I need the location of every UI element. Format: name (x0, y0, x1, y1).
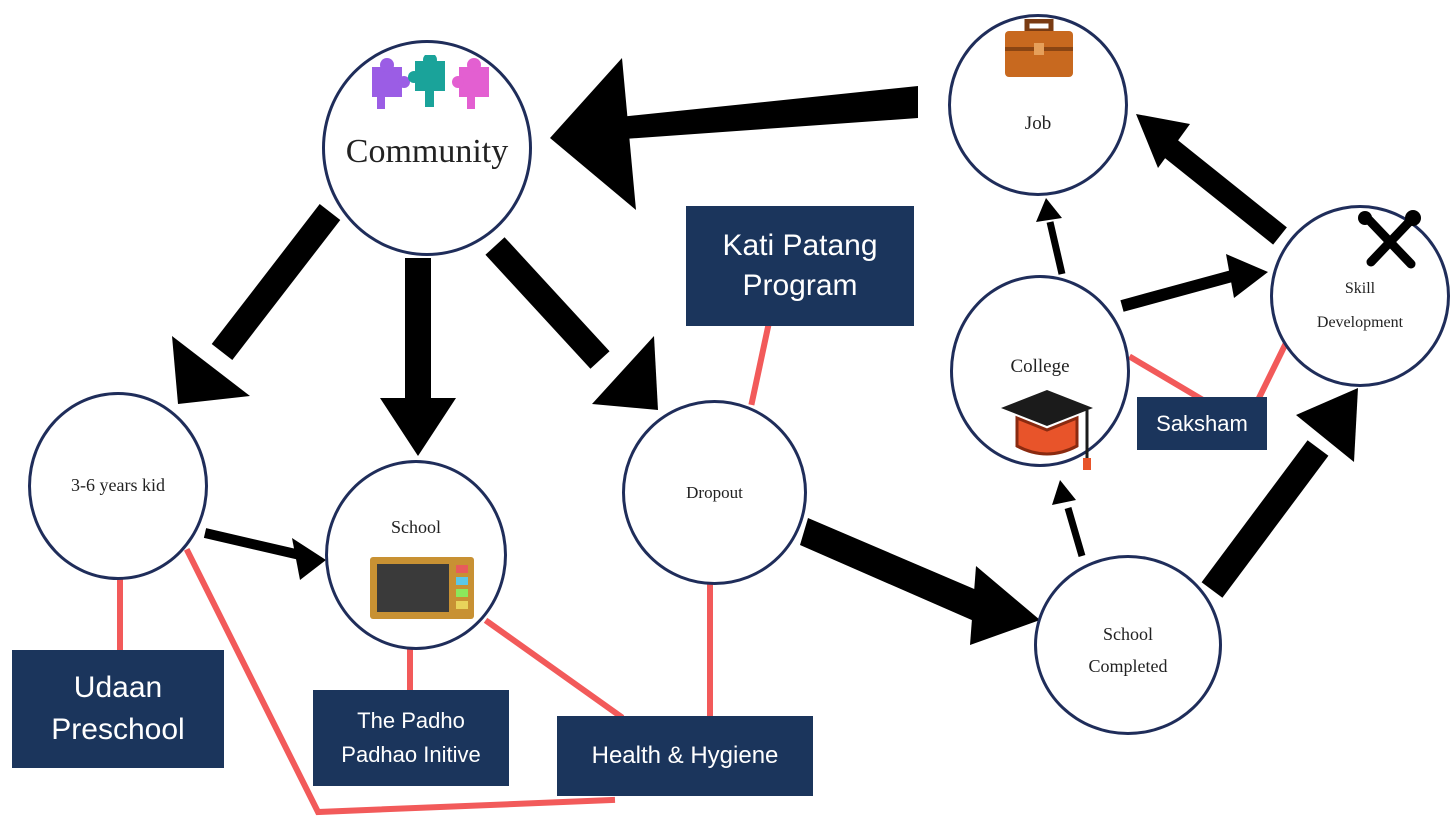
arrow-head-skill-job (1136, 114, 1190, 168)
arrow-community-to-dropout (485, 237, 610, 369)
node-community-label: Community (345, 133, 509, 170)
arrow-head-college-skill (1226, 254, 1268, 298)
arrow-completed-to-college (1064, 507, 1086, 557)
program-udaan-preschool: Udaan Preschool (12, 650, 224, 768)
node-college-label: College (1010, 356, 1070, 377)
arrow-head-kid-school (292, 538, 326, 580)
node-skill-development-label: Skill Development (1316, 280, 1404, 331)
node-dropout: Dropout (622, 400, 807, 585)
arrow-college-to-job (1046, 221, 1066, 275)
connector-kid-health (183, 547, 616, 816)
arrow-head-job (1036, 198, 1062, 222)
connector-school-health (483, 617, 625, 721)
arrow-community-to-kid (211, 204, 341, 360)
node-school-label: School (390, 517, 441, 537)
program-padho-padhao: The Padho Padhao Initive (313, 690, 509, 786)
graduation-cap-icon (999, 388, 1095, 476)
node-college: College (950, 275, 1130, 470)
puzzle-pieces-icon (367, 55, 497, 115)
arrow-college-to-skill (1120, 270, 1234, 312)
arrow-job-to-community (550, 58, 918, 210)
briefcase-icon (1003, 19, 1075, 79)
node-community: Community (322, 40, 532, 256)
arrow-skill-to-job (1163, 139, 1287, 245)
node-school: School (325, 460, 507, 650)
arrow-head-dropout (592, 336, 658, 410)
connector-dropout-katipatang (748, 323, 772, 406)
connector-college-saksham (1127, 353, 1208, 405)
arrow-head-college (1052, 480, 1076, 505)
node-kid: 3-6 years kid (28, 392, 208, 580)
arrow-head-school (380, 398, 456, 456)
arrow-head-completed (970, 566, 1040, 645)
program-health-hygiene: Health & Hygiene (557, 716, 813, 796)
node-job: Job (948, 14, 1128, 196)
connector-skill-saksham (1253, 340, 1290, 405)
node-dropout-label: Dropout (686, 483, 743, 502)
node-kid-label: 3-6 years kid (71, 475, 165, 495)
arrow-kid-to-school (203, 528, 302, 560)
node-skill-development: Skill Development (1270, 205, 1450, 387)
arrow-dropout-to-completed (800, 518, 1000, 628)
tools-icon (1357, 210, 1423, 272)
chalkboard-icon (368, 555, 476, 621)
arrow-head-kid (172, 336, 250, 404)
program-kati-patang: Kati Patang Program (686, 206, 914, 326)
arrow-head-skill (1296, 388, 1358, 462)
program-saksham: Saksham (1137, 397, 1267, 450)
node-school-completed: School Completed (1034, 555, 1222, 735)
arrow-completed-to-skill (1201, 440, 1329, 598)
node-job-label: Job (1024, 113, 1052, 134)
node-school-completed-label: School Completed (1088, 624, 1168, 676)
